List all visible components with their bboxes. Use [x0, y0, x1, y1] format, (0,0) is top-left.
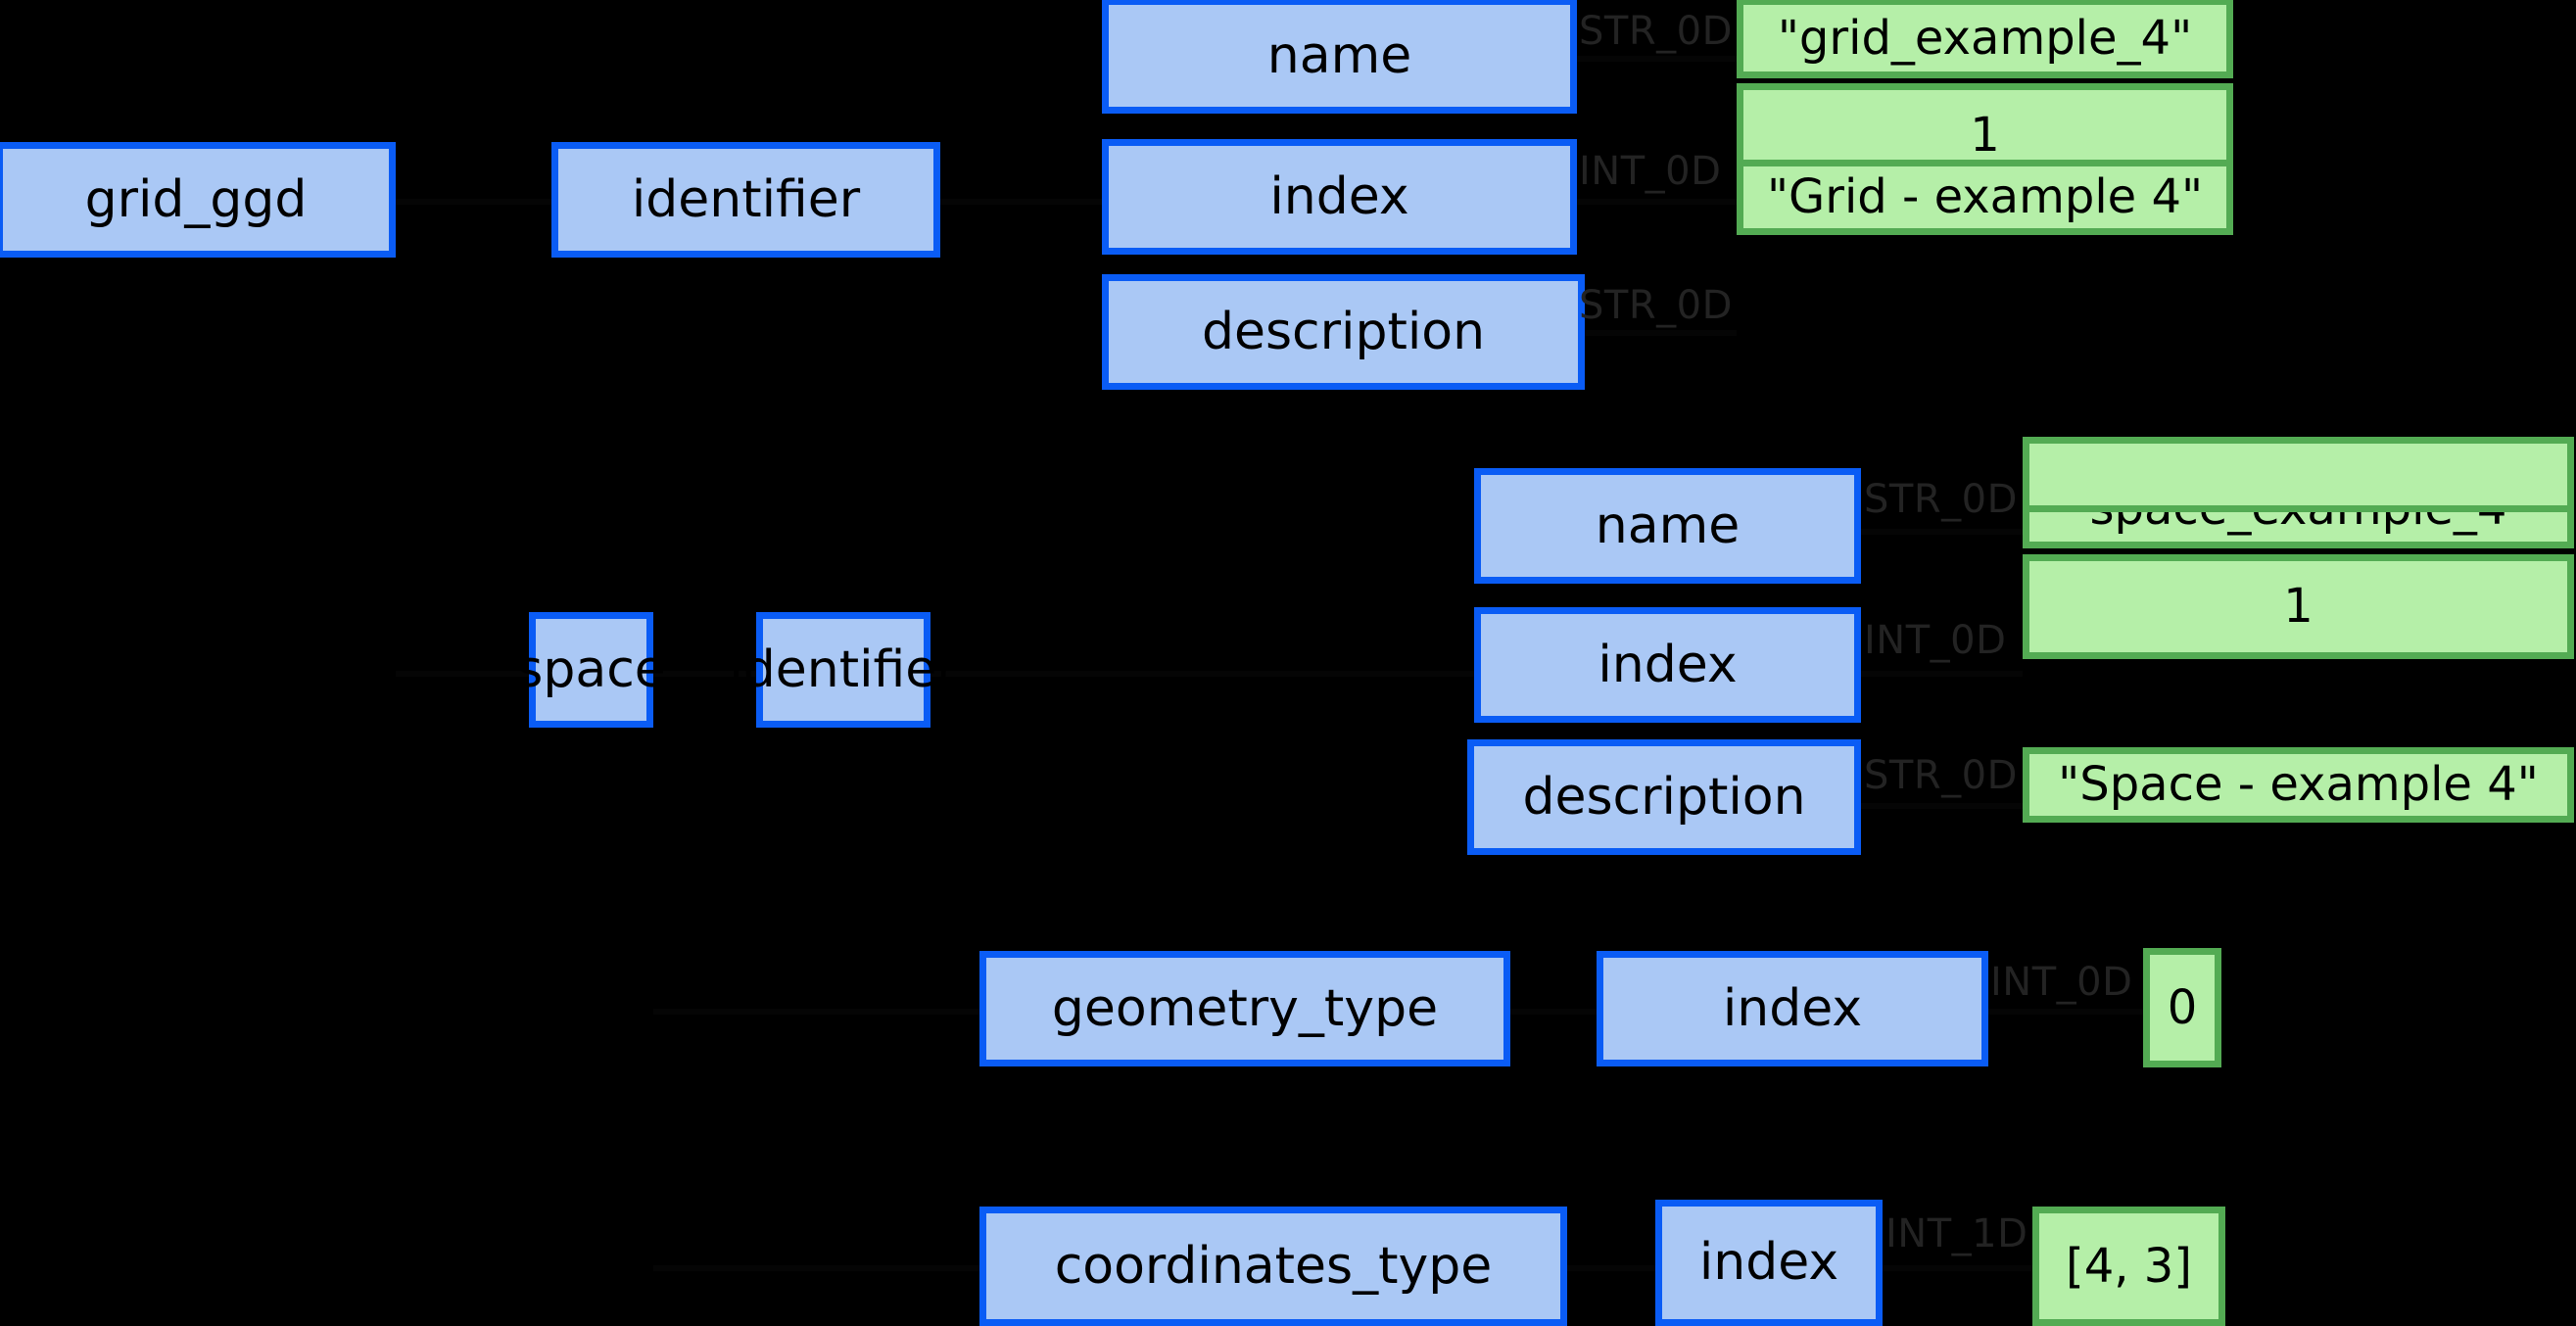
edge-coordinates-type-to-index	[1567, 1265, 1655, 1271]
type-label-grid-name: STR_0D	[1579, 9, 1733, 54]
edge-geometry-type-to-index	[1510, 1009, 1597, 1015]
node-grid-description[interactable]: description	[1102, 274, 1585, 390]
edge-geometry-index-to-value	[1988, 1009, 2143, 1015]
node-grid-name-label: name	[1266, 25, 1412, 85]
node-space-identifier[interactable]: identifier	[729, 612, 958, 728]
type-label-space-name: STR_0D	[1864, 477, 2018, 522]
value-grid-description-text: "Grid - example 4"	[1766, 169, 2204, 225]
node-grid-index[interactable]: index	[1102, 139, 1577, 255]
edge-space-to-space-identifier	[653, 671, 756, 677]
node-geometry-type-index[interactable]: index	[1597, 951, 1988, 1066]
edge-space-identifier-to-fields	[930, 671, 1474, 677]
type-label-coordinates-type-index: INT_1D	[1885, 1211, 2028, 1256]
edge-space-to-coordinates-type	[653, 1265, 979, 1271]
value-grid-name[interactable]: "grid_example_4"	[1737, 0, 2233, 78]
value-space-index-text: 1	[2283, 579, 2314, 635]
node-space-name-label: name	[1595, 496, 1741, 555]
node-grid-name[interactable]: name	[1102, 0, 1577, 114]
node-space-description[interactable]: description	[1467, 739, 1861, 855]
edge-grid-name-to-value	[1577, 56, 1737, 62]
edge-grid-index-to-value	[1577, 199, 1737, 205]
value-space-description[interactable]	[2023, 437, 2574, 512]
type-label-grid-index: INT_0D	[1579, 149, 1722, 194]
edge-root-to-grid-identifier	[396, 199, 551, 205]
value-grid-name-text: "grid_example_4"	[1777, 10, 2193, 66]
value-space-description-text: "Space - example 4"	[2058, 757, 2539, 813]
node-grid-index-label: index	[1269, 166, 1409, 226]
node-coordinates-type[interactable]: coordinates_type	[979, 1207, 1567, 1326]
edge-space-description-to-value	[1861, 803, 2023, 809]
edge-space-to-geometry-type	[653, 1009, 979, 1015]
node-grid-description-label: description	[1201, 302, 1486, 361]
node-grid-ggd-label: grid_ggd	[84, 169, 308, 229]
node-grid-ggd[interactable]: grid_ggd	[0, 142, 396, 258]
value-grid-index-text: 1	[1970, 108, 2000, 164]
edge-root-to-space	[396, 671, 529, 677]
value-coordinates-type-index-text: [4, 3]	[2065, 1238, 2193, 1294]
value-geometry-type-index-text: 0	[2167, 979, 2198, 1035]
value-coordinates-type-index[interactable]: [4, 3]	[2032, 1207, 2225, 1326]
node-coordinates-type-label: coordinates_type	[1054, 1236, 1493, 1296]
type-label-space-index: INT_0D	[1864, 618, 2007, 663]
type-label-space-description: STR_0D	[1864, 753, 2018, 798]
value-space-description-real[interactable]: "Space - example 4"	[2023, 747, 2574, 823]
edge-grid-description-to-value	[1577, 330, 1737, 336]
edge-coordinates-index-to-value	[1883, 1265, 2032, 1271]
node-geometry-type-label: geometry_type	[1051, 978, 1439, 1038]
type-label-grid-description: STR_0D	[1579, 283, 1733, 328]
type-label-geometry-type-index: INT_0D	[1990, 960, 2133, 1005]
node-space[interactable]: space	[516, 612, 666, 728]
node-coordinates-type-index[interactable]: index	[1655, 1200, 1883, 1326]
edge-grid-identifier-to-fields	[940, 199, 1102, 205]
value-geometry-type-index[interactable]: 0	[2143, 948, 2221, 1067]
node-space-label: space	[516, 639, 666, 699]
node-space-name[interactable]: name	[1474, 468, 1861, 584]
node-space-index[interactable]: index	[1474, 607, 1861, 723]
node-geometry-type[interactable]: geometry_type	[979, 951, 1510, 1066]
node-grid-identifier-label: identifier	[631, 169, 861, 229]
node-grid-identifier[interactable]: identifier	[551, 142, 940, 258]
value-grid-description[interactable]: "Grid - example 4"	[1737, 160, 2233, 235]
node-coordinates-type-index-label: index	[1698, 1233, 1839, 1293]
edge-space-index-to-value	[1861, 671, 2023, 677]
node-space-description-label: description	[1522, 767, 1806, 827]
node-space-index-label: index	[1598, 635, 1738, 694]
edge-space-name-to-value	[1861, 529, 2023, 535]
node-geometry-type-index-label: index	[1722, 978, 1863, 1038]
node-space-identifier-label: identifier	[729, 639, 958, 699]
value-space-index[interactable]: 1	[2023, 554, 2574, 659]
